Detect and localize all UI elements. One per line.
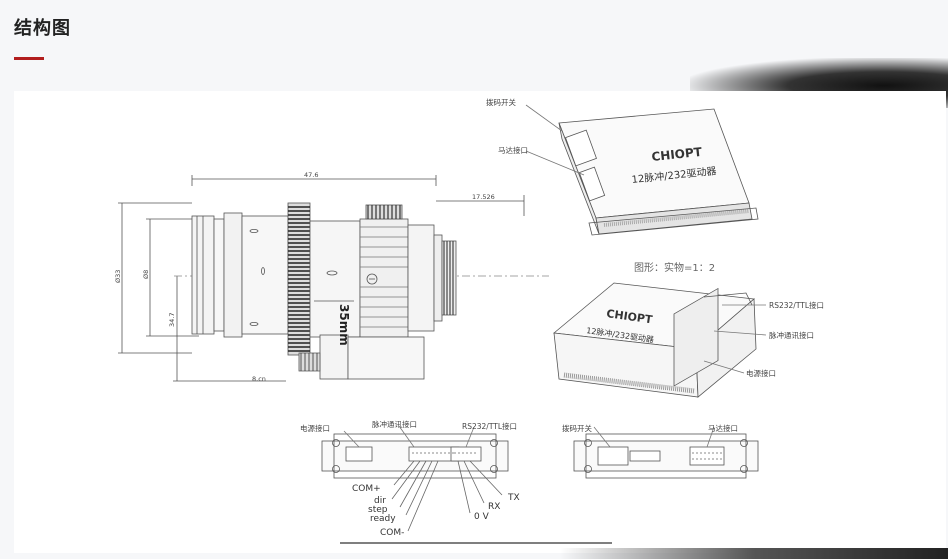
scale-note: 图形：实物=1：2	[634, 261, 715, 274]
driver-side-view	[553, 282, 767, 398]
label-dip-bottom: 拨码开关	[562, 423, 592, 433]
pin-rx: RX	[488, 502, 500, 512]
driver-ports-left	[321, 425, 509, 532]
pin-com-minus: COM-	[380, 528, 404, 538]
pin-0v: 0 V	[474, 512, 490, 522]
pin-com-plus: COM+	[352, 484, 381, 494]
dim-side: 34.7	[168, 313, 176, 327]
structure-diagram-panel: 47.6 17.526 Ø33 Ø8 34.7 35mm 8.cn 拨码开关 马…	[14, 91, 946, 553]
pin-tx: TX	[507, 493, 520, 503]
label-power-side: 电源接口	[746, 368, 776, 378]
label-pulse-bottom: 脉冲通讯接口	[372, 419, 417, 429]
pin-step: step	[368, 505, 388, 515]
lens-drawing	[118, 175, 549, 382]
label-motor-port-top: 马达接口	[498, 145, 528, 155]
pin-dir: dir	[374, 496, 386, 506]
dim-dia-inner: Ø8	[142, 270, 150, 279]
driver-top-brand: CHIOPT	[651, 145, 703, 164]
dim-offset: 17.526	[472, 193, 495, 201]
driver-ports-right	[573, 426, 759, 479]
driver-side-brand: CHIOPT	[606, 307, 654, 326]
focal-length-label: 35mm	[337, 304, 351, 346]
page-title: 结构图	[14, 18, 71, 39]
label-power-bottom: 电源接口	[300, 423, 330, 433]
label-dip-switch-top: 拨码开关	[486, 97, 516, 107]
decorative-shadow-bottom	[560, 548, 948, 559]
pin-ready: ready	[370, 514, 396, 524]
label-rs232-bottom: RS232/TTL接口	[462, 421, 517, 431]
driver-top-view	[525, 104, 759, 236]
lens-bottom-label: 8.cn	[252, 375, 266, 383]
structure-diagram: 47.6 17.526 Ø33 Ø8 34.7 35mm 8.cn 拨码开关 马…	[114, 97, 824, 544]
dim-width: 47.6	[304, 171, 318, 179]
title-underline	[14, 57, 44, 60]
dim-dia-outer: Ø33	[114, 270, 122, 283]
label-pulse-side: 脉冲通讯接口	[769, 330, 814, 340]
label-rs232-side: RS232/TTL接口	[769, 300, 824, 310]
label-motor-bottom: 马达接口	[708, 423, 738, 433]
